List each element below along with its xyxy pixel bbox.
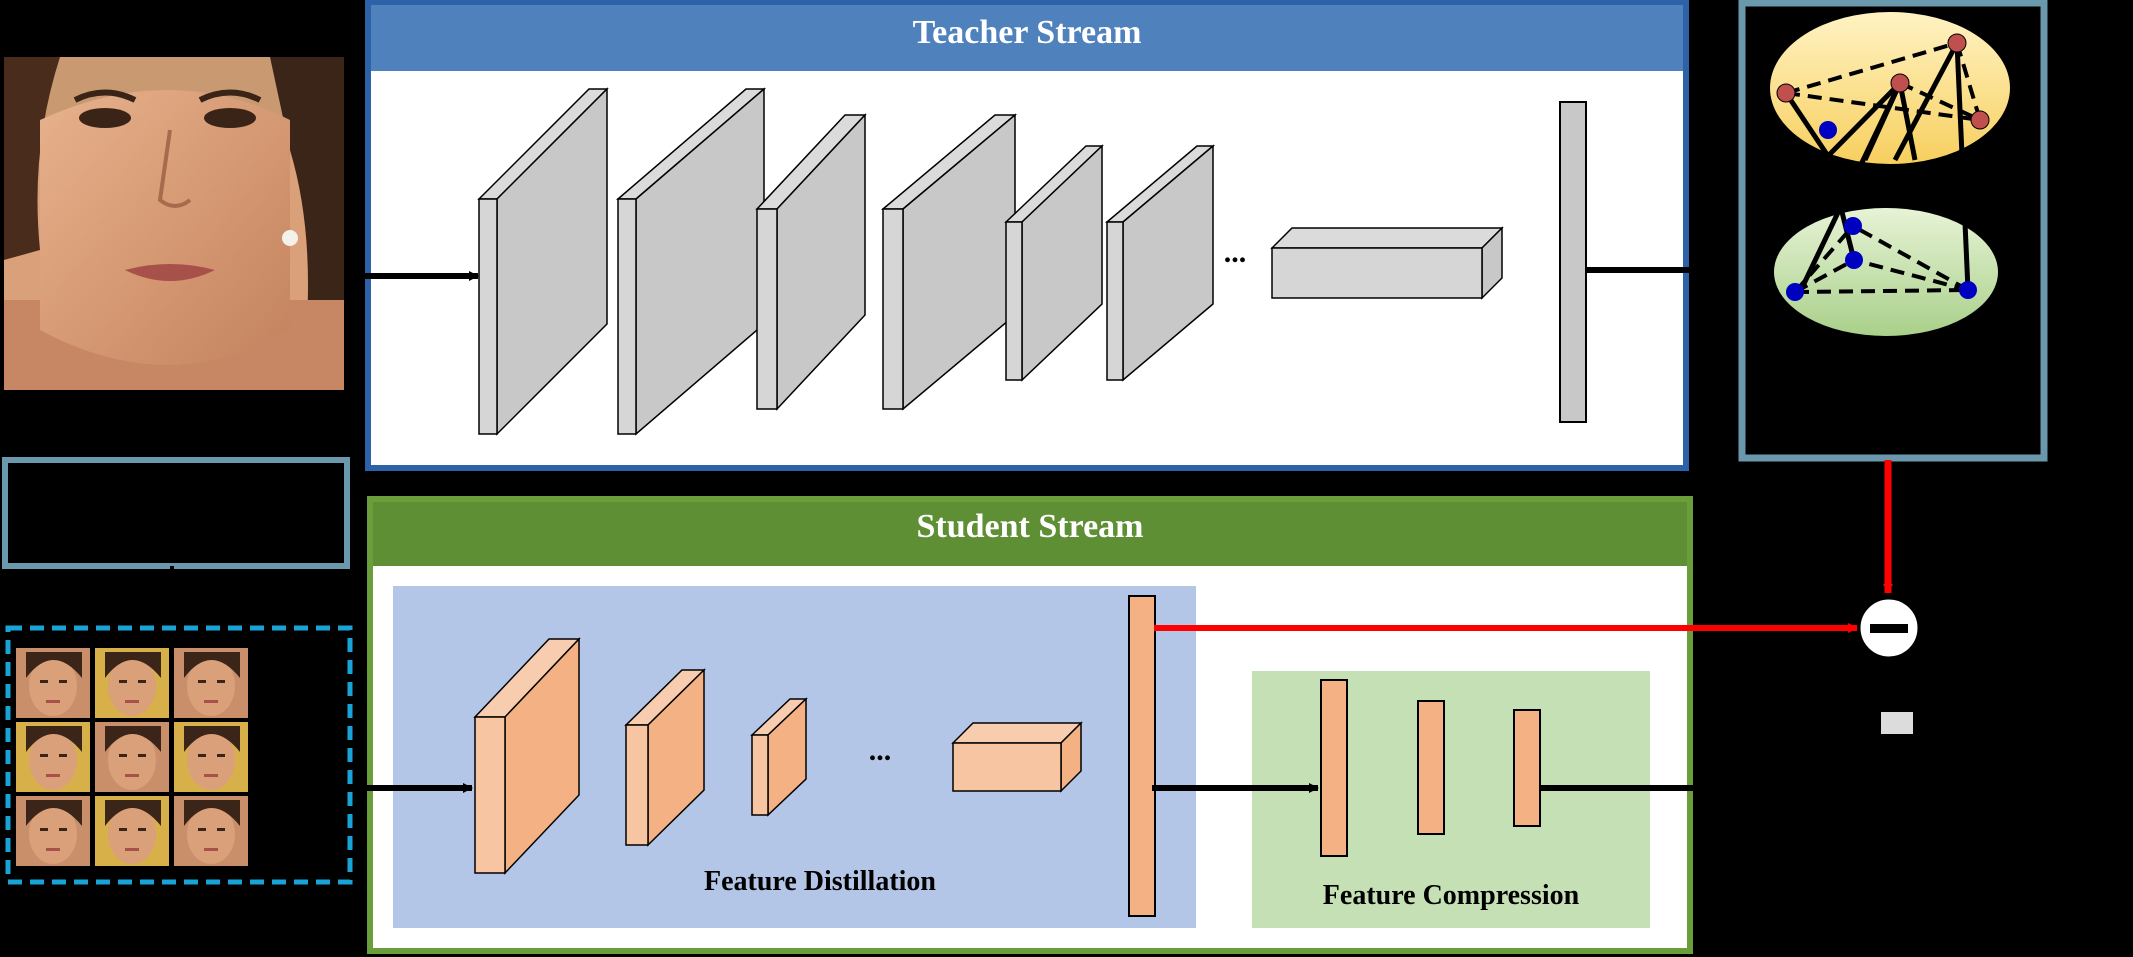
- relation-edge-dashed: [1899, 81, 1981, 122]
- feature-compression-label: Feature Compression: [1322, 880, 1580, 911]
- relation-node-student: [1844, 217, 1862, 235]
- teacher-layers: [477, 87, 1504, 436]
- relation-edge-dashed: [1955, 42, 1982, 121]
- relation-edge-solid: [1892, 41, 1960, 162]
- face-thumbnail: [174, 796, 248, 866]
- relation-node-teacher: [1890, 73, 1910, 93]
- teacher-layer-2: [615, 87, 767, 436]
- relation-edge-dashed: [1785, 91, 1981, 122]
- face-thumbnail: [174, 648, 248, 718]
- relation-edge-solid: [1797, 81, 1903, 294]
- teacher-layer-4: [880, 113, 1018, 411]
- relation-edges: [1776, 33, 1990, 301]
- student-stream-title: Student Stream: [916, 508, 1144, 545]
- relation-node-student: [1845, 251, 1863, 269]
- teacher-final-block: [1270, 226, 1504, 300]
- student-layer-3: [750, 697, 808, 817]
- compression-layers: [1320, 679, 1541, 857]
- face-thumbnail: [16, 722, 90, 792]
- relation-node-teacher: [1970, 110, 1990, 130]
- teacher-stream-title: Teacher Stream: [912, 14, 1142, 51]
- feature-distillation-label: Feature Distillation: [703, 866, 936, 897]
- compression-bar-1: [1320, 679, 1348, 857]
- student-ellipsis: ...: [868, 734, 892, 767]
- relation-edge-dashed: [1793, 224, 1855, 294]
- relation-edge-dashed: [1785, 41, 1958, 95]
- relation-graph-box: [1738, 0, 2048, 462]
- relation-edge-solid: [1783, 91, 1831, 158]
- teacher-ellipsis: ...: [1223, 236, 1247, 269]
- face-thumbnail: [95, 796, 169, 866]
- input-face-photo: [4, 57, 344, 390]
- feature-compression-panel: [1252, 671, 1650, 928]
- face-thumbnail: [95, 722, 169, 792]
- relation-edge-solid: [1954, 42, 1971, 291]
- relation-node-student: [1959, 281, 1977, 299]
- relation-node-anchor: [1819, 121, 1837, 139]
- compression-bar-3: [1513, 709, 1541, 827]
- relation-node-teacher: [1947, 33, 1967, 53]
- relation-edge-solid: [1826, 81, 1902, 158]
- student-layer-2: [624, 668, 706, 847]
- face-thumbnail: [16, 648, 90, 718]
- face-thumbnail: [95, 648, 169, 718]
- face-thumbnail: [16, 796, 90, 866]
- teacher-layer-3: [755, 113, 867, 411]
- student-final-block: [951, 721, 1083, 793]
- student-feature-vector: [1128, 595, 1156, 917]
- face-thumbnail: [174, 722, 248, 792]
- compression-bar-2: [1417, 700, 1445, 835]
- relation-node-teacher: [1776, 83, 1796, 103]
- minus-circle-icon: [1857, 596, 1921, 660]
- student-layers: [473, 595, 1156, 917]
- teacher-feature-vector: [1559, 101, 1587, 423]
- relation-node-student: [1786, 283, 1804, 301]
- augmentation-box: [2, 457, 350, 569]
- relation-edge-solid: [1897, 82, 1918, 161]
- relation-edge-dashed: [1794, 288, 1969, 294]
- face-thumbnail-grid-icon: [16, 648, 248, 866]
- loss-marker: [1881, 712, 1913, 734]
- teacher-layer-6: [1104, 144, 1216, 382]
- student-layer-1: [473, 637, 581, 875]
- relation-edge-dashed: [1853, 258, 1969, 292]
- teacher-layer-5: [1004, 144, 1104, 382]
- teacher-layer-1: [477, 87, 609, 436]
